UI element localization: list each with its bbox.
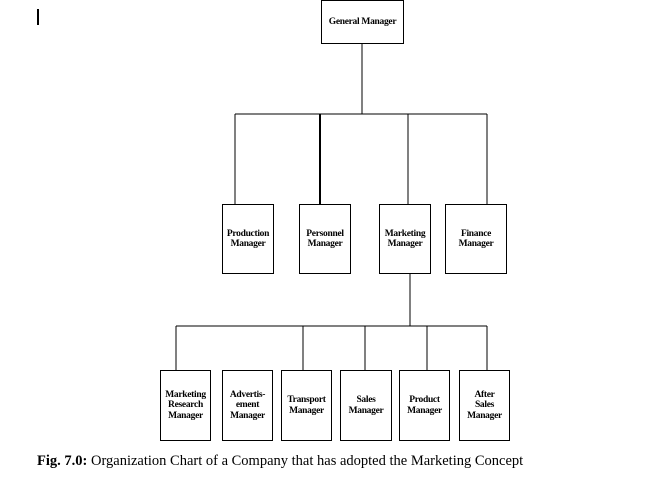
figure-caption-text: Organization Chart of a Company that has… (87, 453, 524, 469)
node-production-manager: Production Manager (222, 204, 274, 274)
node-finance-manager: Finance Manager (445, 204, 507, 274)
node-product-manager: Product Manager (399, 370, 450, 441)
node-after-sales-manager: After Sales Manager (459, 370, 510, 441)
node-transport-manager: Transport Manager (281, 370, 332, 441)
node-general-manager: General Manager (321, 0, 404, 44)
node-personnel-manager: Personnel Manager (299, 204, 351, 274)
figure-caption: Fig. 7.0: Organization Chart of a Compan… (37, 453, 523, 470)
node-advertisement-manager: Advertis- ement Manager (222, 370, 273, 441)
node-marketing-research-manager: Marketing Research Manager (160, 370, 211, 441)
figure-number: Fig. 7.0: (37, 453, 88, 469)
node-marketing-manager: Marketing Manager (379, 204, 431, 274)
node-sales-manager: Sales Manager (340, 370, 392, 441)
text-cursor (37, 9, 39, 25)
